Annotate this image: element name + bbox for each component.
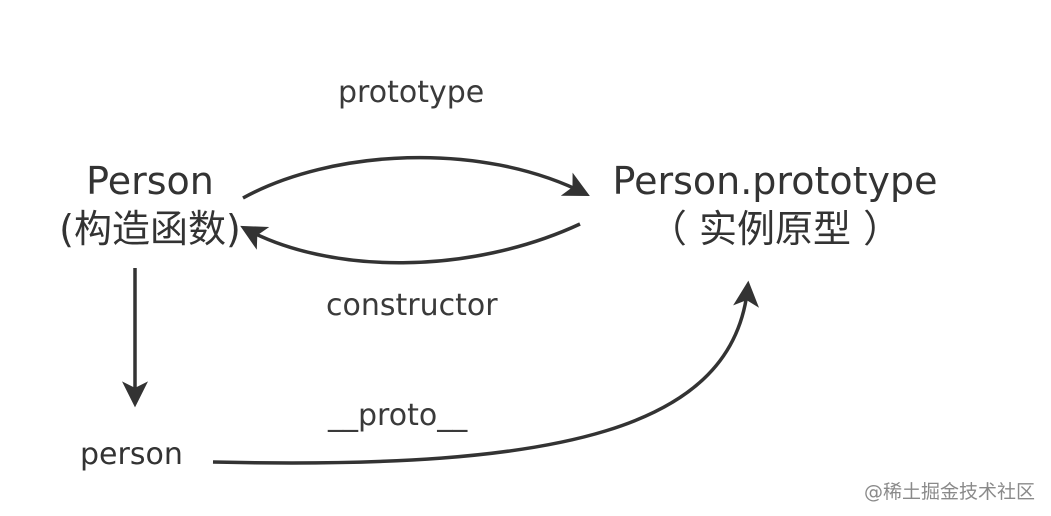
proto-edge-label: __proto__ bbox=[328, 398, 468, 433]
constructor-node: Person (构造函数) bbox=[40, 158, 260, 253]
prototype-object-node-caption: （ 实例原型 ） bbox=[648, 206, 902, 251]
prototype-object-node: Person.prototype （ 实例原型 ） bbox=[590, 158, 960, 253]
constructor-edge-label: constructor bbox=[326, 288, 498, 323]
watermark: @稀土掘金技术社区 bbox=[863, 481, 1035, 503]
prototype-edge-label: prototype bbox=[338, 75, 485, 110]
constructor-node-caption: (构造函数) bbox=[59, 206, 241, 251]
instance-node: person bbox=[80, 437, 183, 472]
constructor-arrow bbox=[240, 222, 581, 265]
constructor-node-name: Person bbox=[86, 159, 214, 203]
prototype-arrow bbox=[242, 155, 590, 200]
prototype-object-node-name: Person.prototype bbox=[612, 159, 938, 203]
proto-arrow bbox=[212, 280, 759, 465]
